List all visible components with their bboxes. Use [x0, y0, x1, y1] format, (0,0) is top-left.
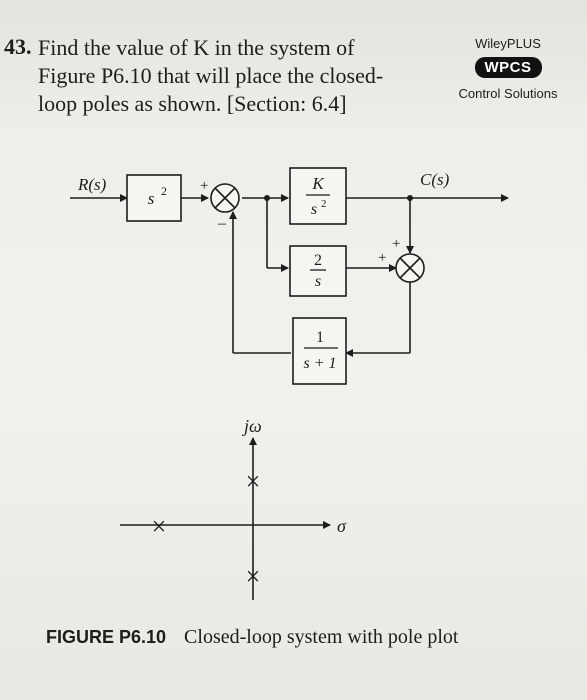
control-solutions-label: Control Solutions	[458, 86, 558, 101]
wpcs-badge: WPCS	[474, 57, 542, 78]
figure-caption: FIGURE P6.10 Closed-loop system with pole…	[46, 626, 458, 649]
feedback-numerator: 1	[316, 329, 324, 346]
pole-real: ×	[152, 512, 167, 541]
sum2-plus-top: +	[392, 236, 400, 252]
sum1-plus-sign: +	[200, 178, 208, 194]
wileyplus-label: WileyPLUS	[475, 36, 541, 51]
prefilter-block	[126, 174, 182, 222]
summing-junction-1	[210, 183, 240, 213]
input-label: R(s)	[77, 175, 107, 194]
problem-line-2: Figure P6.10 that will place the closed-	[38, 63, 384, 88]
figure-caption-text: Closed-loop system with pole plot	[184, 626, 459, 648]
sigma-axis-label: σ	[337, 516, 347, 536]
figure-number: FIGURE P6.10	[46, 627, 167, 647]
wileyplus-badge[interactable]: WileyPLUS WPCS Control Solutions	[448, 36, 568, 101]
problem-number: 43.	[4, 34, 32, 59]
two-over-s-block	[289, 245, 347, 297]
k-over-s2-block	[289, 167, 347, 225]
pole-plot-axes	[120, 437, 331, 600]
problem-line-3: loop poles as shown. [Section: 6.4]	[38, 91, 347, 116]
two-s-numerator: 2	[314, 252, 322, 269]
feedback-denominator: s + 1	[303, 355, 336, 372]
problem-statement: Find the value of K in the system of Fig…	[38, 34, 438, 118]
k-block-numerator: K	[311, 174, 325, 193]
pole-upper: ×	[246, 467, 261, 496]
feedback-block	[292, 317, 347, 385]
summing-junction-2	[395, 253, 425, 283]
two-s-denominator: s	[315, 273, 321, 290]
j-omega-axis-label: jω	[242, 416, 262, 436]
k-block-denominator: s	[311, 201, 317, 218]
sum1-minus-sign: –	[217, 215, 227, 232]
problem-line-1: Find the value of K in the system of	[38, 35, 355, 60]
output-label: C(s)	[420, 170, 450, 189]
prefilter-label: s	[148, 189, 155, 208]
prefilter-exponent: 2	[161, 184, 167, 198]
sum2-plus-left: +	[378, 250, 386, 266]
k-block-den-exponent: 2	[321, 198, 327, 210]
pole-lower: ×	[246, 562, 261, 591]
